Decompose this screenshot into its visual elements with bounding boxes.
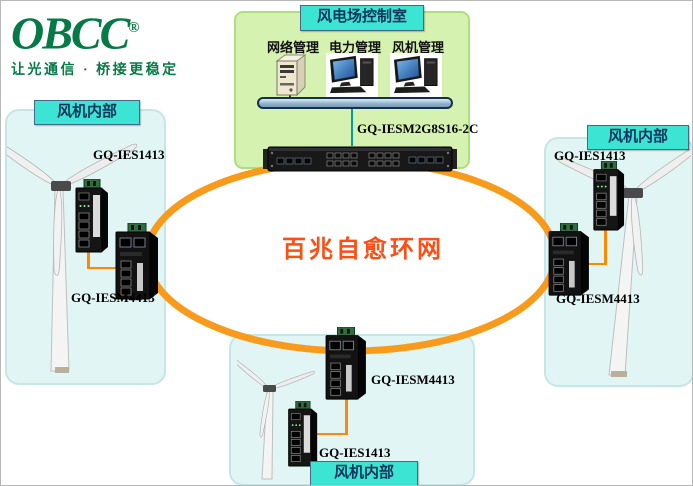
control-room-title: 风电场控制室 [300,5,424,31]
turbine-nacelle [51,181,71,191]
core-switch-label: GQ-IESM2G8S16-2C [357,121,479,136]
device-label: GQ-IES1413 [554,148,626,163]
registered-mark: ® [128,20,139,36]
rack-switch [263,146,457,172]
obcc-logo: OBCC® 让光通信 · 桥接更稳定 [11,3,226,79]
site-title-bottom: 风机内部 [310,461,418,485]
wind-turbine-left [7,136,138,373]
station-label-power: 电力管理 [328,40,381,55]
patch-link-horizontal [87,266,119,269]
device-label: GQ-IESM4413 [71,290,155,305]
din-switch-ies1413 [75,179,108,253]
patch-link-vertical [604,227,607,265]
brand-name: OBCC® [11,3,226,58]
server-tower-icon [275,54,307,97]
din-switch-iesm4413 [325,327,366,400]
din-switch-iesm4413 [548,223,589,296]
patch-link-horizontal [585,262,606,265]
patch-link-vertical [87,247,90,269]
desktop-computer-icon [390,53,442,97]
wind-turbine-bottom [237,357,315,480]
din-switch-ies1413 [288,401,318,467]
desktop-computer-icon [326,53,378,97]
device-label: GQ-IESM4413 [556,291,640,306]
site-title-left: 风机内部 [34,100,140,125]
patch-link-vertical [345,399,348,435]
device-label: GQ-IESM4413 [371,372,455,387]
patch-link-horizontal [317,432,347,435]
turbine-nacelle [623,188,643,198]
ring-network-label: 百兆自愈环网 [282,237,444,263]
uplink-line [351,108,353,146]
device-label: GQ-IES1413 [93,147,165,162]
station-label-network: 网络管理 [266,40,319,55]
brand-text: OBCC [11,7,130,59]
turbine-blades [7,136,138,276]
brand-tagline: 让光通信 · 桥接更稳定 [11,63,179,79]
device-label: GQ-IES1413 [319,445,391,460]
turbine-nacelle [263,385,276,392]
station-label-turbine: 风机管理 [391,40,444,55]
backbone-bus-bar [257,97,453,109]
din-switch-ies1413 [593,161,625,231]
turbine-blades [237,357,315,438]
site-title-right: 风机内部 [587,125,689,150]
